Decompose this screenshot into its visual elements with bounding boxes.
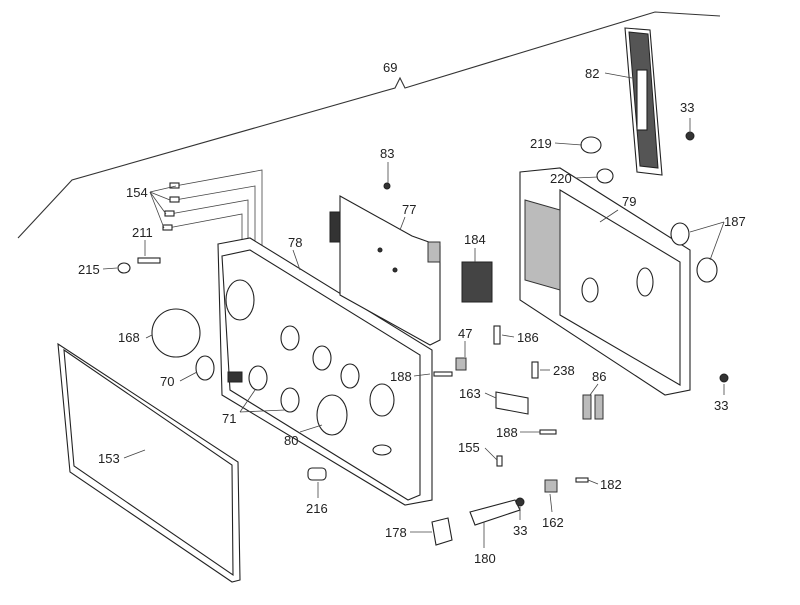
- wire-harness: [162, 169, 263, 345]
- callout-180: 180: [474, 551, 496, 566]
- screw-33b: [719, 373, 729, 383]
- bracket-178: [431, 517, 453, 546]
- callout-69: 69: [383, 60, 397, 75]
- cap-215: [117, 262, 131, 274]
- dial-disc-168: [151, 308, 201, 358]
- callout-220: 220: [550, 171, 572, 186]
- pin-155: [496, 455, 503, 467]
- bracket-plate: [624, 27, 663, 176]
- callout-163: 163: [459, 386, 481, 401]
- clip-86a: [582, 394, 592, 420]
- callout-168: 168: [118, 330, 140, 345]
- callout-79: 79: [622, 194, 636, 209]
- callout-77: 77: [402, 202, 416, 217]
- callout-86: 86: [592, 369, 606, 384]
- callout-33-top: 33: [680, 100, 694, 115]
- knob-70: [195, 355, 215, 381]
- callout-219: 219: [530, 136, 552, 151]
- screw-33c: [515, 497, 525, 507]
- leader-lines: [102, 72, 725, 548]
- small-parts: [117, 131, 729, 546]
- control-panel-frame: [217, 237, 433, 506]
- rear-housing: [519, 167, 691, 396]
- callout-182: 182: [600, 477, 622, 492]
- spring-162: [544, 479, 558, 493]
- screw-83: [383, 182, 391, 190]
- grommet-220: [596, 168, 614, 184]
- clip-86b: [594, 394, 604, 420]
- callout-184: 184: [464, 232, 486, 247]
- knob-71a: [248, 365, 268, 391]
- callout-47: 47: [458, 326, 472, 341]
- callout-82: 82: [585, 66, 599, 81]
- pin-186: [493, 325, 501, 345]
- callout-80: 80: [284, 433, 298, 448]
- callout-71: 71: [222, 411, 236, 426]
- grommet-219: [580, 136, 602, 154]
- plate-163: [495, 391, 529, 415]
- callout-153: 153: [98, 451, 120, 466]
- top-panel-outline: [17, 11, 721, 239]
- screw-188b: [539, 429, 557, 435]
- callout-188-lower: 188: [496, 425, 518, 440]
- ring-187b: [696, 257, 718, 283]
- callout-155: 155: [458, 440, 480, 455]
- callout-215: 215: [78, 262, 100, 277]
- callout-33-right: 33: [714, 398, 728, 413]
- callout-33-bottom: 33: [513, 523, 527, 538]
- pin-238: [531, 361, 539, 379]
- callout-211: 211: [132, 225, 153, 240]
- callout-labels: 69 82 33 83 219 220 154 79 77 187 211 18…: [78, 60, 746, 566]
- callout-154: 154: [126, 185, 148, 200]
- screw-188a: [433, 371, 453, 377]
- screw-211: [137, 257, 161, 264]
- callout-162: 162: [542, 515, 564, 530]
- callout-238: 238: [553, 363, 575, 378]
- front-fascia: [57, 342, 241, 583]
- callout-78: 78: [288, 235, 302, 250]
- ring-187a: [670, 222, 690, 246]
- callout-216: 216: [306, 501, 328, 516]
- switch-184: [461, 261, 493, 303]
- screw-33a: [685, 131, 695, 141]
- callout-178: 178: [385, 525, 407, 540]
- latch-180: [469, 499, 521, 526]
- pin-182: [575, 477, 589, 483]
- callout-188-upper: 188: [390, 369, 412, 384]
- circuit-board: [329, 195, 441, 346]
- callout-70: 70: [160, 374, 174, 389]
- knob-80: [316, 394, 348, 436]
- clip-47: [455, 357, 467, 371]
- knob-71b: [280, 387, 300, 413]
- button-216: [307, 467, 327, 481]
- callout-187: 187: [724, 214, 746, 229]
- callout-83: 83: [380, 146, 394, 161]
- callout-186: 186: [517, 330, 539, 345]
